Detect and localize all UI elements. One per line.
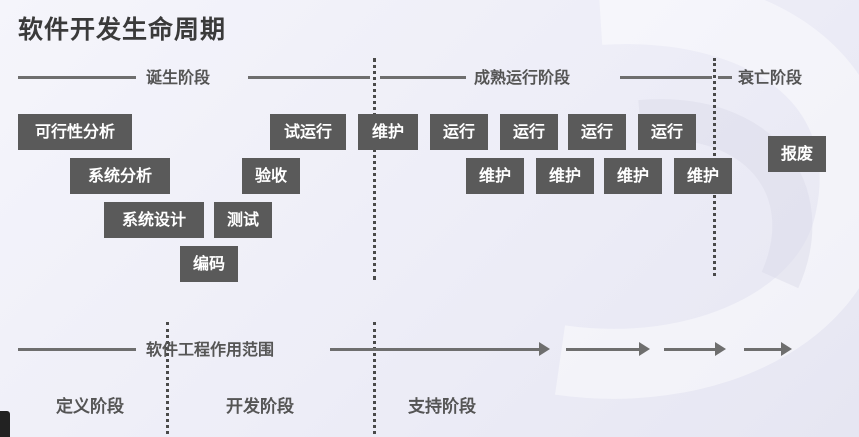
scope-arrow-2	[566, 342, 650, 356]
decline-line-left	[718, 76, 732, 79]
scope-arrow-1	[330, 342, 550, 356]
scope-arrow-3	[664, 342, 726, 356]
scope-label: 软件工程作用范围	[146, 340, 275, 359]
scope-line-left	[18, 348, 136, 351]
phase-development-label: 开发阶段	[226, 397, 294, 417]
step-trial-run: 试运行	[270, 114, 346, 150]
step-maintenance-3: 维护	[604, 158, 662, 194]
birth-line-left	[18, 76, 136, 79]
step-maintenance-4: 维护	[674, 158, 732, 194]
phase-definition-label: 定义阶段	[56, 397, 124, 417]
step-acceptance: 验收	[242, 158, 300, 194]
phase-mature-label: 成熟运行阶段	[474, 68, 571, 87]
step-run-3: 运行	[568, 114, 626, 150]
step-testing: 测试	[214, 202, 272, 238]
separator-birth-mature	[373, 58, 376, 280]
step-system-analysis: 系统分析	[70, 158, 170, 194]
mature-line-right	[620, 76, 712, 79]
phase-support-label: 支持阶段	[408, 397, 476, 417]
separator-development-support	[373, 322, 376, 434]
step-coding: 编码	[180, 246, 238, 282]
step-feasibility-analysis: 可行性分析	[18, 114, 132, 150]
step-run-2: 运行	[500, 114, 558, 150]
step-maintenance-2: 维护	[536, 158, 594, 194]
birth-line-right	[248, 76, 370, 79]
step-run-1: 运行	[430, 114, 488, 150]
phase-birth-label: 诞生阶段	[146, 68, 211, 87]
step-maintenance-1: 维护	[466, 158, 524, 194]
step-system-design: 系统设计	[104, 202, 204, 238]
step-maintenance-first: 维护	[358, 114, 418, 150]
phase-decline-label: 衰亡阶段	[738, 68, 803, 87]
step-run-4: 运行	[638, 114, 696, 150]
step-scrap: 报废	[768, 136, 826, 172]
separator-definition-development	[166, 322, 169, 434]
page-title: 软件开发生命周期	[18, 15, 227, 44]
scope-arrow-4	[744, 342, 792, 356]
mature-line-left	[380, 76, 466, 79]
corner-mark	[0, 411, 10, 437]
